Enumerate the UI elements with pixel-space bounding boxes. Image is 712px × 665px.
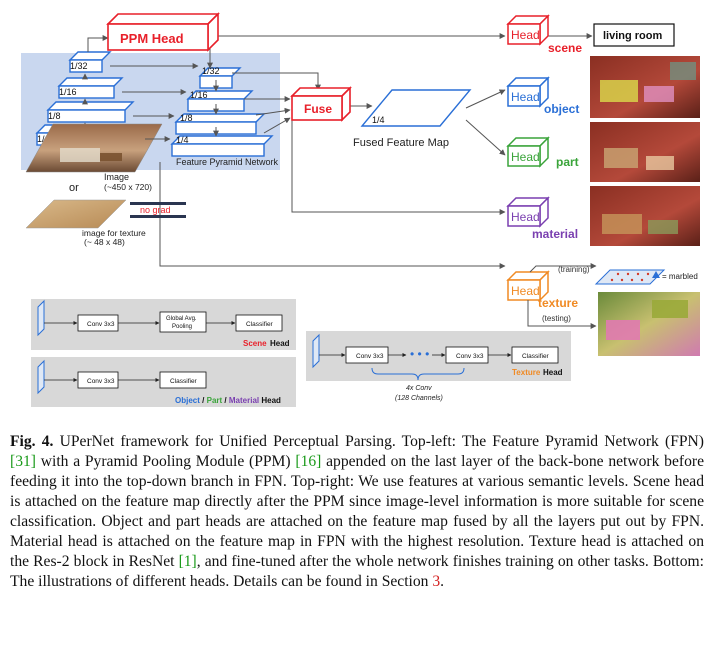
scene-pool-box bbox=[159, 311, 207, 333]
upernet-diagram: Feature Pyramid Network 1/32 1/16 1/8 1/… bbox=[21, 12, 700, 407]
fused-scale: 1/4 bbox=[372, 115, 385, 125]
texture-head-caption-rest: Head bbox=[543, 368, 563, 377]
scene-conv-label: Conv 3x3 bbox=[87, 321, 115, 328]
opm-classifier-box bbox=[159, 371, 207, 389]
fused-feature-map bbox=[360, 89, 472, 127]
backbone-scale-1-4: 1/4 bbox=[37, 134, 50, 144]
texture-ellipsis: • • • bbox=[410, 347, 429, 361]
scene-result: living room bbox=[603, 30, 663, 42]
no-grad-label: no grad bbox=[140, 205, 171, 215]
object-result-image bbox=[590, 56, 700, 118]
caption-text-2: with a Pyramid Pooling Module (PPM) bbox=[35, 453, 296, 470]
material-head-box bbox=[506, 196, 550, 228]
texture-head-input bbox=[312, 333, 320, 369]
figure-caption: Fig. 4. UPerNet framework for Unified Pe… bbox=[10, 432, 704, 592]
scene-result-box bbox=[593, 23, 675, 47]
texture-conv2-label: Conv 3x3 bbox=[456, 353, 484, 360]
backbone-scale-1-8: 1/8 bbox=[48, 111, 61, 121]
fpn-scale-1-8: 1/8 bbox=[180, 113, 193, 123]
backbone-scale-1-16: 1/16 bbox=[59, 87, 77, 97]
opm-head-caption: Object / Part / Material Head bbox=[175, 396, 281, 405]
training-label: (training) bbox=[558, 265, 590, 274]
fuse-box bbox=[290, 86, 352, 122]
or-label: or bbox=[69, 182, 79, 194]
texture-brace-line2: (128 Channels) bbox=[395, 395, 443, 402]
marbled-label: = marbled bbox=[662, 272, 698, 281]
marbled-legend-icon bbox=[652, 271, 660, 278]
material-label: material bbox=[532, 227, 578, 241]
texture-image-label: image for texture bbox=[82, 228, 146, 238]
fpn-scale-1-32: 1/32 bbox=[202, 66, 220, 76]
scene-head-caption-colored: Scene bbox=[243, 339, 267, 348]
scene-head-label: Head bbox=[511, 28, 540, 42]
caption-ref-1[interactable]: [1] bbox=[178, 553, 197, 570]
scene-pool-line1: Global Avg. bbox=[166, 316, 197, 322]
marbled-texture-grid bbox=[594, 269, 666, 285]
image-size: (~450 x 720) bbox=[104, 182, 152, 192]
texture-image-size: (~ 48 x 48) bbox=[84, 237, 125, 247]
texture-head-caption-colored: Texture bbox=[512, 368, 541, 377]
caption-text-1: UPerNet framework for Unified Perceptual… bbox=[53, 433, 704, 450]
texture-brace bbox=[371, 367, 465, 381]
scene-head-input bbox=[37, 299, 45, 337]
caption-text-3: appended on the last layer of the back-b… bbox=[10, 453, 704, 570]
material-head-label: Head bbox=[511, 210, 540, 224]
scene-pool-line2: Pooling bbox=[172, 324, 192, 330]
texture-classifier-box bbox=[511, 346, 559, 364]
part-head-label: Head bbox=[511, 150, 540, 164]
caption-label: Fig. 4. bbox=[10, 433, 54, 450]
texture-brace-line1: 4x Conv bbox=[406, 385, 432, 392]
ppm-head-box bbox=[106, 12, 220, 52]
scene-classifier-box bbox=[235, 314, 283, 332]
fpn-scale-1-16: 1/16 bbox=[190, 90, 208, 100]
material-result-image bbox=[590, 186, 700, 246]
scene-classifier-label: Classifier bbox=[246, 321, 274, 328]
ppm-head-label: PPM Head bbox=[120, 31, 184, 46]
opm-classifier-label: Classifier bbox=[170, 378, 198, 385]
texture-result-image bbox=[598, 292, 700, 356]
object-head-box bbox=[506, 76, 550, 108]
opm-head-input bbox=[37, 359, 45, 395]
opm-material-word: Material bbox=[229, 396, 259, 405]
no-grad-marker bbox=[130, 202, 186, 218]
backbone-scale-1-32: 1/32 bbox=[70, 61, 88, 71]
scene-head-caption-rest: Head bbox=[270, 339, 290, 348]
texture-classifier-label: Classifier bbox=[522, 353, 550, 360]
texture-head-box bbox=[506, 270, 550, 302]
fpn-label: Feature Pyramid Network bbox=[176, 157, 279, 167]
opm-conv-label: Conv 3x3 bbox=[87, 378, 115, 385]
testing-label: (testing) bbox=[542, 314, 571, 323]
caption-text-4: , and fine-tuned after the whole network… bbox=[10, 553, 704, 590]
part-result-image bbox=[590, 122, 700, 182]
caption-section-ref[interactable]: 3 bbox=[432, 573, 441, 590]
caption-ref-31[interactable]: [31] bbox=[10, 453, 36, 470]
texture-image bbox=[25, 199, 127, 229]
object-head-label: Head bbox=[511, 90, 540, 104]
caption-text-5: . bbox=[440, 573, 445, 590]
fpn-scale-1-4: 1/4 bbox=[176, 135, 189, 145]
scene-head-box bbox=[506, 14, 550, 46]
texture-label: texture bbox=[538, 296, 578, 310]
opm-part-word: Part bbox=[207, 396, 223, 405]
input-image bbox=[25, 123, 163, 173]
opm-object-word: Object bbox=[175, 396, 200, 405]
image-label: Image bbox=[104, 172, 129, 182]
object-label: object bbox=[544, 102, 579, 116]
part-label: part bbox=[556, 155, 579, 169]
caption-ref-16[interactable]: [16] bbox=[295, 453, 322, 470]
texture-conv1-label: Conv 3x3 bbox=[356, 353, 384, 360]
scene-label: scene bbox=[548, 41, 582, 55]
fused-label: Fused Feature Map bbox=[353, 137, 449, 149]
fuse-label: Fuse bbox=[304, 102, 332, 116]
texture-head-label: Head bbox=[511, 284, 540, 298]
part-head-box bbox=[506, 136, 550, 168]
